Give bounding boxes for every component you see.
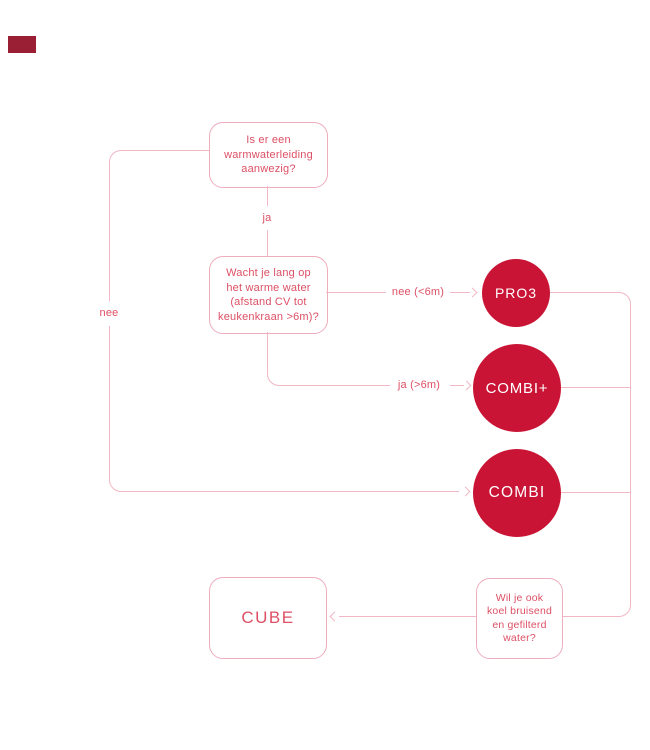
question-text-line: Wil je ook xyxy=(495,591,544,604)
product-label-combiplus: COMBI+ xyxy=(485,379,549,397)
question-text-line: Is er een xyxy=(246,134,291,147)
connector-corner xyxy=(619,605,631,617)
connector-nee-horizontal-top xyxy=(121,150,209,151)
product-label-combi: COMBI xyxy=(488,484,546,501)
arrowhead-right-icon xyxy=(461,380,472,391)
connector-into-q3 xyxy=(561,616,619,617)
question-box-warmwaterleiding: Is er een warmwaterleiding aanwezig? xyxy=(209,122,328,188)
question-box-koel-bruisend: Wil je ook koel bruisend en gefilterd wa… xyxy=(476,578,563,659)
question-text-line: warmwaterleiding xyxy=(224,148,313,161)
connector-ja6m-left xyxy=(279,385,390,386)
product-node-cube: CUBE xyxy=(209,577,327,659)
connector-combiplus-right xyxy=(561,387,631,388)
connector-nee-horizontal-bottom xyxy=(121,491,459,492)
connector-corner xyxy=(619,292,631,304)
edge-label-ja-6m: ja (>6m) xyxy=(390,379,448,391)
product-label-cube: CUBE xyxy=(241,608,295,627)
question-box-wachttijd: Wacht je lang op het warme water (afstan… xyxy=(209,256,328,334)
connector-right-vertical xyxy=(630,304,631,605)
product-node-pro3: PRO3 xyxy=(482,259,550,327)
connector-q3-to-cube xyxy=(339,616,476,617)
brand-logo-rect xyxy=(8,36,36,53)
connector-ja6m-right xyxy=(450,385,464,386)
question-text-line: en gefilterd xyxy=(492,618,547,631)
connector-nee-vertical-lower xyxy=(109,326,110,480)
edge-label-nee-6m: nee (<6m) xyxy=(386,286,450,298)
question-text-line: keukenkraan >6m)? xyxy=(218,310,319,323)
arrowhead-left-icon xyxy=(329,611,340,622)
connector-nee6m-left xyxy=(326,292,386,293)
connector-ja6m-vertical xyxy=(267,332,268,374)
connector-pro3-right xyxy=(550,292,620,293)
edge-label-ja: ja xyxy=(252,212,282,224)
arrowhead-right-icon xyxy=(460,486,471,497)
question-text-line: het warme water xyxy=(226,281,311,294)
question-text-line: koel bruisend xyxy=(486,605,553,617)
connector-combi-right xyxy=(561,492,631,493)
edge-label-nee: nee xyxy=(89,307,129,319)
connector-ja-bottom xyxy=(267,230,268,256)
product-node-combi: COMBI xyxy=(473,449,561,537)
question-text-line: Wacht je lang op xyxy=(226,267,311,279)
connector-corner xyxy=(109,150,121,162)
product-node-combiplus: COMBI+ xyxy=(473,344,561,432)
product-label-pro3: PRO3 xyxy=(494,285,538,301)
connector-corner xyxy=(267,374,279,386)
connector-nee6m-right xyxy=(450,292,470,293)
question-text-line: water? xyxy=(503,632,536,644)
connector-ja-top xyxy=(267,186,268,206)
connector-nee-vertical-upper xyxy=(109,162,110,301)
connector-corner xyxy=(109,480,121,492)
question-text-line: (afstand CV tot xyxy=(230,296,307,308)
question-text-line: aanwezig? xyxy=(241,163,296,176)
arrowhead-right-icon xyxy=(467,287,478,298)
